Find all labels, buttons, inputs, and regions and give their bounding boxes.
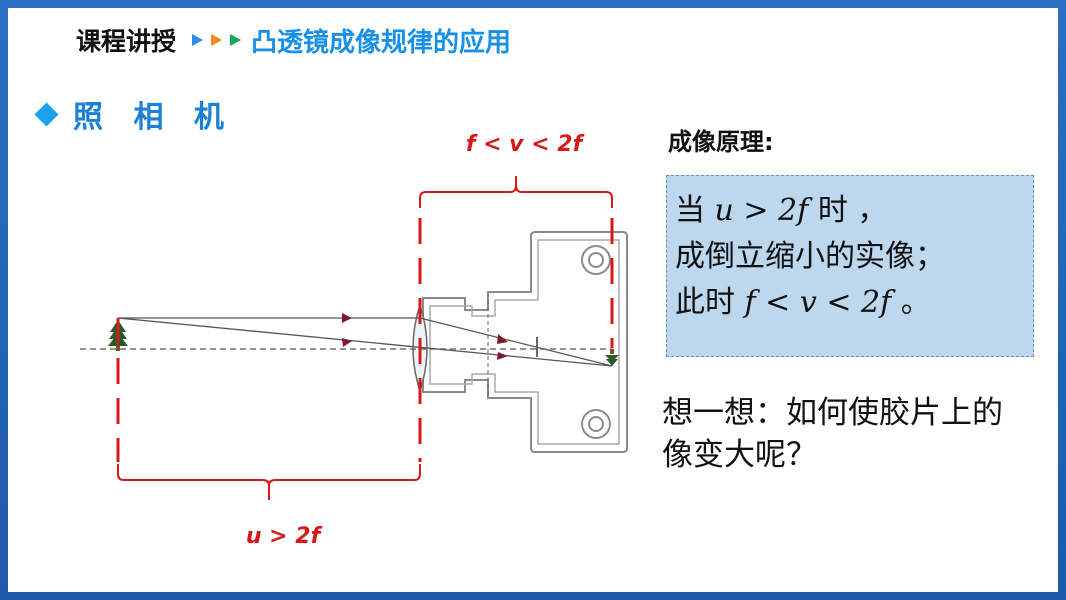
topic-title: 凸透镜成像规律的应用 <box>251 27 512 58</box>
image-distance-brace <box>419 176 613 208</box>
principle-line-2: 成倒立缩小的实像； <box>675 239 945 274</box>
principle-label: 成像原理: <box>668 128 774 156</box>
ray-arrow-icons <box>342 313 508 360</box>
camera-body <box>422 231 628 453</box>
triangle-orange-icon <box>211 34 223 46</box>
condition-suffix: 时 ， <box>817 193 888 228</box>
result-suffix: 。 <box>900 285 931 320</box>
lesson-title: 课程讲授 <box>76 27 177 56</box>
triangle-blue-icon <box>192 34 204 46</box>
arrow-decoration <box>192 34 242 46</box>
condition-prefix: 当 <box>675 193 705 228</box>
result-math: f < v < 2f <box>744 285 892 320</box>
principle-line-3: 此时 f < v < 2f 。 <box>675 280 1033 326</box>
think-question: 想一想：如何使胶片上的像变大呢？ <box>662 395 1003 473</box>
image-distance-label: f < v < 2f <box>466 132 585 157</box>
object-distance-brace <box>117 464 421 500</box>
image-tree-icon <box>605 349 619 366</box>
slide-header: 课程讲授 凸透镜成像规律的应用 <box>76 22 511 58</box>
object-distance-label: u > 2f <box>246 524 323 549</box>
triangle-green-icon <box>230 34 242 46</box>
section-heading: 照 相 机 <box>32 92 234 136</box>
distance-markers <box>116 218 614 462</box>
section-title: 照 相 机 <box>73 100 234 135</box>
light-rays <box>117 317 613 367</box>
result-prefix: 此时 <box>675 285 735 320</box>
principle-box: 当 u > 2f 时 ， 成倒立缩小的实像； 此时 f < v < 2f 。 <box>666 175 1034 357</box>
condition-math: u > 2f <box>714 193 809 228</box>
principle-line-1: 当 u > 2f 时 ， <box>675 188 1033 234</box>
